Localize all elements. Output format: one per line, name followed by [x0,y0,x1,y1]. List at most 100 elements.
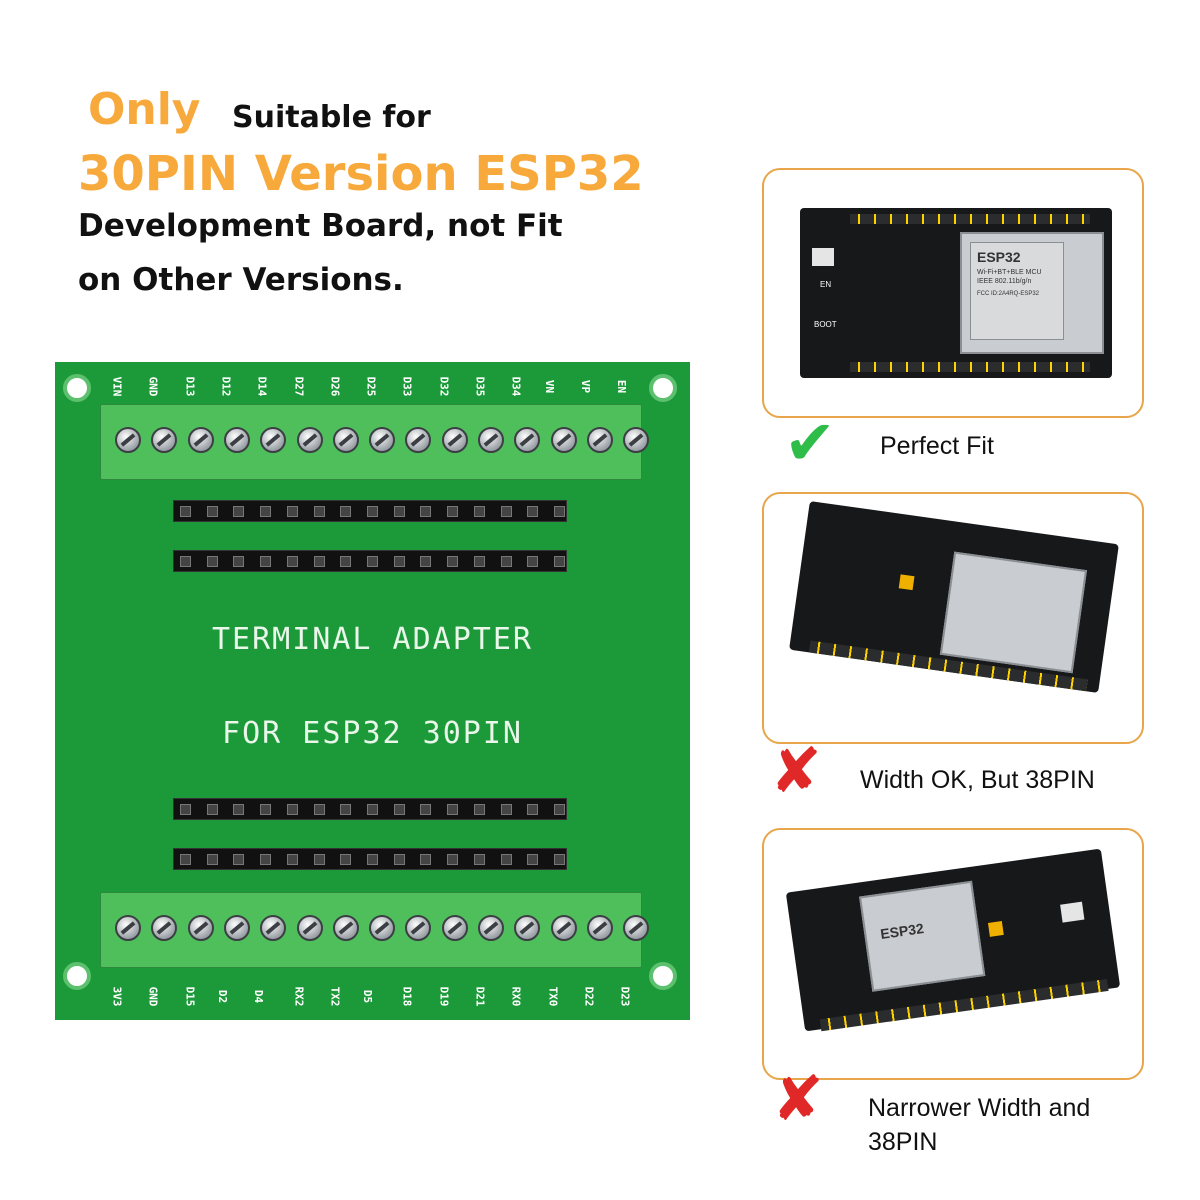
terminal-screw [223,915,250,941]
top-pin-label: D35 [473,376,487,397]
header-pin [180,804,191,815]
header-pin [206,804,218,815]
header-pin [260,506,272,517]
usb-port [1060,901,1085,923]
bottom-terminal-block [100,892,650,968]
header-pin [527,556,539,567]
top-pin-label: VIN [110,376,124,397]
headline-only: Only [88,84,201,135]
header-pin [554,854,565,865]
bottom-pin-label: D18 [400,986,414,1007]
terminal-screw [478,427,504,453]
terminal-screw [441,427,468,453]
top-pin-label: D33 [400,376,414,397]
bottom-pin-label: TX2 [328,986,342,1007]
header-pin [420,804,432,815]
btn-en-label: EN [820,280,832,289]
panel-38pin-width-ok [762,492,1144,744]
header-pin [367,556,378,567]
header-pin [447,854,459,865]
header-pin [340,556,352,567]
header-pin [313,506,325,517]
header-pin [260,854,272,865]
top-pin-label: D34 [509,376,523,397]
header-pin [206,506,218,517]
bottom-pin-label: D4 [252,989,266,1004]
bottom-pin-label: RX0 [509,986,523,1007]
mounting-hole [649,962,677,990]
header-pin [393,506,405,517]
cross-mark-icon: ✘ [772,1062,824,1135]
module-title: ESP32 [879,920,925,942]
bottom-pin-label: D5 [361,989,375,1004]
bottom-header-row-1 [173,798,567,820]
top-pin-label: VN [542,379,556,394]
mounting-hole [649,374,677,402]
header-pin [180,506,191,517]
top-header-row-1 [173,500,567,522]
terminal-screw [187,427,214,453]
header-pin [473,506,485,517]
header-pin [180,854,191,865]
caption-perfect-fit: Perfect Fit [880,432,994,460]
btn-boot-label: BOOT [814,320,837,329]
header-pin [500,556,512,567]
header-pin [260,804,272,815]
top-pin-label: EN [615,379,629,394]
esp32-38pin-board-image [789,501,1119,693]
top-terminal-block [100,404,650,480]
terminal-screw [115,915,141,941]
headline-30pin-version: 30PIN Version ESP32 [78,146,644,202]
terminal-screw [260,915,287,941]
bottom-pin-label: D22 [582,986,596,1007]
bottom-pin-label: GND [146,986,160,1007]
top-pin-label: D13 [183,376,197,397]
header-pin [367,804,378,815]
module-line2: IEEE 802.11b/g/n [977,278,1032,285]
terminal-screw [151,915,178,941]
bottom-pin-label: D15 [183,986,197,1007]
header-pin [367,854,378,865]
usb-port [812,248,834,266]
esp32-module: ESP32 Wi-Fi+BT+BLE MCU IEEE 802.11b/g/n … [960,232,1104,354]
header-pin [393,556,405,567]
header-pin [554,804,565,815]
top-pin-label: VP [579,379,593,394]
caption-narrower-line2: 38PIN [868,1128,938,1156]
top-pin-label: D27 [291,376,305,397]
header-pin [233,854,245,865]
terminal-screw [514,427,541,453]
header-pin [286,506,298,517]
mounting-hole [63,374,91,402]
headline-other-versions: on Other Versions. [78,262,404,298]
bottom-header-row-2 [173,848,567,870]
terminal-screw [405,427,432,453]
terminal-screw [514,915,541,941]
header-pin [473,854,485,865]
mounting-hole [63,962,91,990]
header-pin [313,854,325,865]
terminal-screw [332,915,359,941]
terminal-screw [623,915,650,941]
cross-mark-icon: ✘ [770,734,822,807]
panel-narrower-38pin: ESP32 [762,828,1144,1080]
board-title-line1: TERMINAL ADAPTER [212,622,533,657]
header-pin [447,506,459,517]
terminal-screw [223,427,250,453]
top-pin-label: D32 [437,376,451,397]
terminal-screw [550,427,577,453]
header-pin [233,556,245,567]
header-pin [393,804,405,815]
header-pin [420,854,432,865]
terminal-screw [332,427,359,453]
header-pin [527,506,539,517]
top-pin-label: D25 [364,376,378,397]
header-pin [340,854,352,865]
bottom-pin-label: D2 [216,989,230,1004]
header-pin [527,804,539,815]
top-pin-label: D14 [255,376,269,397]
board-title-line2: FOR ESP32 30PIN [222,716,523,751]
esp32-module: ESP32 [859,880,986,992]
header-pin [367,506,378,517]
